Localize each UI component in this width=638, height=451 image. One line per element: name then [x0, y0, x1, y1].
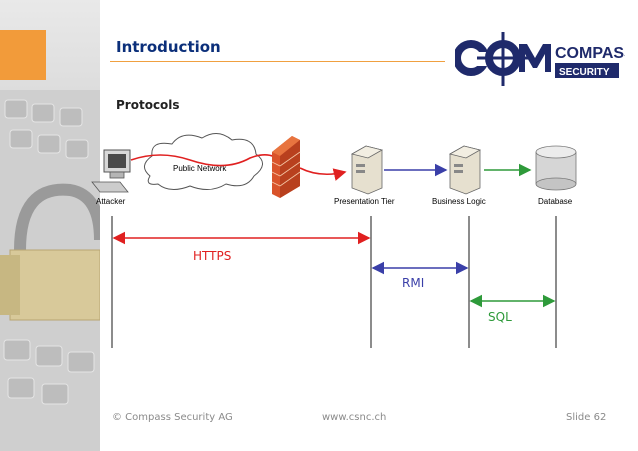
rmi-label: RMI: [402, 276, 424, 290]
attacker-computer-icon: [91, 149, 131, 193]
database-icon: [535, 145, 577, 191]
cloud-label: Public Network: [173, 164, 227, 173]
network-link-red: [130, 154, 283, 167]
attacker-label: Attacker: [96, 197, 126, 206]
sidebar-photo: [0, 0, 100, 451]
database-label: Database: [538, 197, 573, 206]
presentation-server-icon: [350, 145, 384, 195]
firewall-icon: [271, 136, 301, 198]
sql-label: SQL: [488, 310, 512, 324]
accent-square: [0, 30, 46, 80]
logo-text-sub: SECURITY: [559, 67, 610, 78]
padlock-keyboard-image: [0, 90, 100, 451]
footer-slide-number: Slide 62: [566, 412, 607, 423]
lifelines: [111, 216, 557, 348]
firewall-link-red: [299, 167, 347, 181]
footer-url[interactable]: www.csnc.ch: [322, 412, 387, 423]
business-label: Business Logic: [432, 197, 486, 206]
presentation-label: Presentation Tier: [334, 197, 395, 206]
business-server-icon: [448, 145, 482, 195]
public-network-cloud-icon: [144, 133, 263, 190]
https-label: HTTPS: [193, 249, 231, 263]
title-divider: [110, 61, 445, 62]
footer-company: © Compass Security AG: [112, 412, 233, 423]
slide-subtitle: Protocols: [116, 98, 180, 112]
slide-title: Introduction: [116, 38, 221, 56]
